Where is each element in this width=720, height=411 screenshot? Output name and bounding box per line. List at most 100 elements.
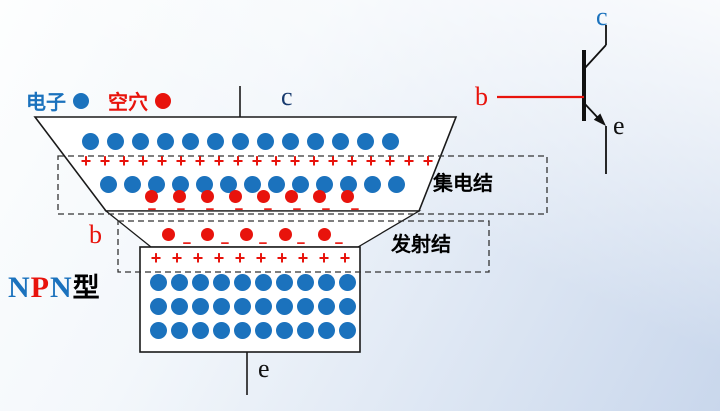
plus-ion: + — [80, 151, 92, 171]
electron-dot — [132, 133, 149, 150]
electron-dot — [388, 176, 405, 193]
hole-dot — [240, 228, 253, 241]
electron-dot — [150, 274, 167, 291]
electron-dot — [318, 274, 335, 291]
plus-ion: + — [232, 151, 244, 171]
electron-dot — [207, 133, 224, 150]
electron-dot — [213, 322, 230, 339]
electron-dot — [171, 298, 188, 315]
electron-dot — [192, 274, 209, 291]
minus-ion: − — [147, 201, 157, 218]
electron-dot — [234, 298, 251, 315]
plus-ion: + — [270, 151, 282, 171]
electron-dot — [172, 176, 189, 193]
collector-hole-row — [145, 190, 354, 203]
emitter-electron-row-1 — [150, 274, 356, 291]
legend: 电子 空穴 — [26, 86, 171, 115]
collector-junction-label: 集电结 — [433, 173, 493, 195]
electron-dot — [150, 298, 167, 315]
minus-ion: − — [263, 201, 273, 218]
electron-dot — [339, 274, 356, 291]
hole-dot — [162, 228, 175, 241]
electron-dot — [257, 133, 274, 150]
electron-dot — [192, 298, 209, 315]
plus-ion: + — [308, 151, 320, 171]
plus-ion: + — [156, 151, 168, 171]
minus-ion: − — [176, 201, 186, 218]
symbol-emitter-line — [583, 102, 600, 120]
electron-dot — [255, 322, 272, 339]
minus-ion: − — [350, 201, 360, 218]
collector-electron-row-2 — [100, 176, 405, 193]
base-terminal-label: b — [89, 220, 102, 249]
plus-ion: + — [99, 151, 111, 171]
plus-ion: + — [150, 248, 162, 268]
plus-ion: + — [137, 151, 149, 171]
electron-dot — [357, 133, 374, 150]
electron-dot — [220, 176, 237, 193]
minus-ion: − — [182, 235, 192, 252]
symbol-emitter-label: e — [613, 111, 625, 140]
plus-ion: + — [255, 248, 267, 268]
minus-ion: − — [234, 201, 244, 218]
hole-dot — [201, 228, 214, 241]
collector-terminal-label: c — [281, 82, 293, 111]
electron-dot — [182, 133, 199, 150]
electron-dot — [340, 176, 357, 193]
hole-legend-dot — [155, 92, 171, 109]
plus-ion: + — [276, 248, 288, 268]
electron-dot — [339, 298, 356, 315]
emitter-junction-label: 发射结 — [391, 234, 451, 256]
hole-dot — [279, 228, 292, 241]
electron-dot — [107, 133, 124, 150]
electron-dot — [282, 133, 299, 150]
electron-legend-label: 电子 — [26, 92, 66, 114]
npn-type-suffix: 型 — [72, 273, 101, 303]
collector-electron-row-1 — [82, 133, 399, 150]
electron-dot — [316, 176, 333, 193]
npn-letter-n1: N — [8, 271, 31, 304]
symbol-collector-line — [583, 44, 607, 70]
electron-dot — [213, 298, 230, 315]
electron-dot — [339, 322, 356, 339]
minus-ion: − — [296, 235, 306, 252]
electron-dot — [382, 133, 399, 150]
plus-ion: + — [365, 151, 377, 171]
plus-ion: + — [346, 151, 358, 171]
electron-dot — [307, 133, 324, 150]
plus-ion: + — [289, 151, 301, 171]
hole-dot — [285, 190, 298, 203]
electron-dot — [292, 176, 309, 193]
emitter-junction-box — [117, 220, 490, 273]
collector-ion-minus-row: −−−−−−−− — [147, 202, 360, 217]
minus-ion: − — [334, 235, 344, 252]
electron-dot — [232, 133, 249, 150]
electron-dot — [297, 274, 314, 291]
plus-ion: + — [194, 151, 206, 171]
electron-dot — [268, 176, 285, 193]
electron-dot — [276, 298, 293, 315]
electron-dot — [297, 322, 314, 339]
plus-ion: + — [118, 151, 130, 171]
plus-ion: + — [422, 151, 434, 171]
electron-dot — [255, 298, 272, 315]
emitter-terminal-label: e — [258, 354, 270, 383]
electron-dot — [171, 274, 188, 291]
symbol-emitter-arrowhead — [593, 113, 606, 126]
hole-dot — [145, 190, 158, 203]
electron-dot — [318, 322, 335, 339]
hole-legend-label: 空穴 — [108, 92, 148, 114]
plus-ion: + — [327, 151, 339, 171]
base-ion-minus-row: −−−−− — [182, 236, 344, 251]
electron-dot — [318, 298, 335, 315]
electron-dot — [244, 176, 261, 193]
collector-junction-box — [57, 155, 548, 215]
collector-ion-plus-row: +++++++++++++++++++ — [80, 152, 434, 170]
minus-ion: − — [321, 201, 331, 218]
minus-ion: − — [205, 201, 215, 218]
hole-dot — [173, 190, 186, 203]
minus-ion: − — [292, 201, 302, 218]
electron-dot — [192, 322, 209, 339]
